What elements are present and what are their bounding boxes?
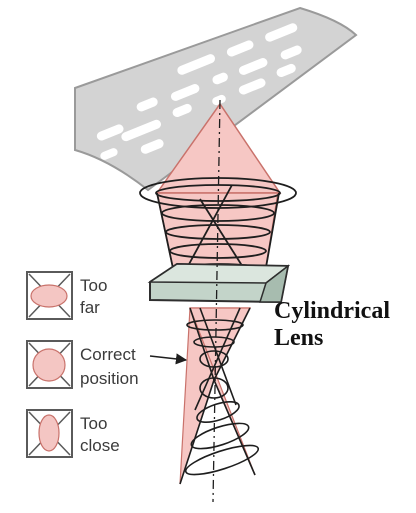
legend-too-close-line2: close <box>80 436 120 455</box>
cylindrical-lens-label-line2: Lens <box>274 325 323 351</box>
legend-too-close: Too close <box>26 409 120 458</box>
lower-beam <box>179 307 260 485</box>
cylindrical-lens-label-line1: Cylindrical <box>274 298 390 324</box>
legend-too-far-line1: Too <box>80 276 107 295</box>
arrow-icon <box>149 353 188 365</box>
circle-ellipse-icon <box>32 348 66 382</box>
horizontal-ellipse-icon <box>30 284 68 308</box>
legend-too-far-line2: far <box>80 298 100 317</box>
disc-pits <box>96 23 302 160</box>
legend-correct-position: Correct position <box>26 340 139 389</box>
vertical-ellipse-icon <box>38 414 60 452</box>
legend-too-far: Too far <box>26 271 107 320</box>
legend-too-close-line1: Too <box>80 414 107 433</box>
legend-correct-line1: Correct <box>80 345 136 364</box>
legend-correct-line2: position <box>80 369 139 388</box>
optical-disc <box>74 6 358 192</box>
cylindrical-lens <box>147 262 291 304</box>
